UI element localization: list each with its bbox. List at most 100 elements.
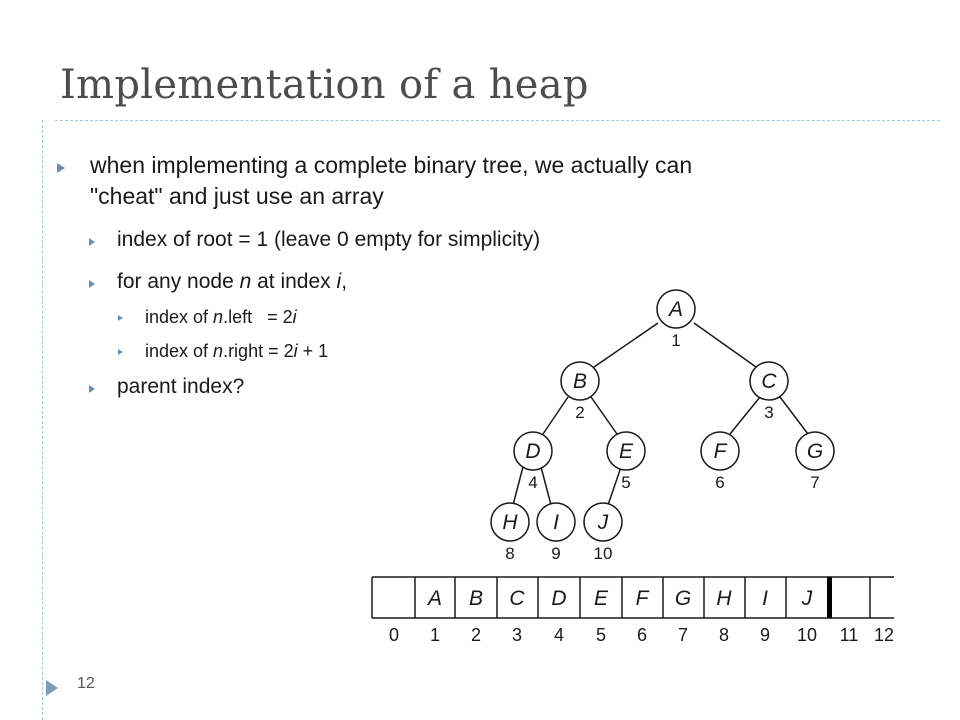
tree-edges <box>512 322 809 506</box>
bullet-arrow-icon <box>57 163 65 173</box>
tree-edge <box>540 466 552 506</box>
node-label: C <box>761 370 777 393</box>
left-divider <box>42 120 43 720</box>
array-dividers <box>371 577 871 618</box>
array-index: 2 <box>471 625 481 645</box>
var-i: i <box>336 270 342 293</box>
node-label: F <box>714 440 728 463</box>
array-cell: E <box>594 587 609 610</box>
tree-nodes: A 1 B 2 C 3 D 4 E 5 <box>490 289 835 563</box>
array-index: 3 <box>512 625 522 645</box>
array-index: 6 <box>637 625 647 645</box>
array-index: 7 <box>678 625 688 645</box>
tree-node: F 6 <box>700 431 740 492</box>
array-index: 9 <box>760 625 770 645</box>
tree-node: E 5 <box>606 431 646 492</box>
bullet-arrow-icon <box>89 238 95 246</box>
tree-edge <box>593 322 659 368</box>
node-circle <box>700 431 740 471</box>
array-cell: H <box>716 587 732 610</box>
bullet-text: parent index? <box>117 375 245 398</box>
node-circle <box>606 431 646 471</box>
tree-node: J 10 <box>583 502 623 563</box>
node-index: 5 <box>621 473 630 492</box>
page-marker-icon <box>46 680 58 696</box>
text-run: + 1 <box>297 341 329 361</box>
title-divider <box>55 120 940 121</box>
array-index: 12 <box>874 625 894 645</box>
bullet-text: for any node n at index i, <box>117 270 347 294</box>
slide-title: Implementation of a heap <box>60 62 589 108</box>
text-run: index of <box>145 341 214 361</box>
node-circle <box>513 431 553 471</box>
node-index: 9 <box>551 544 560 563</box>
node-index: 8 <box>505 544 514 563</box>
tree-node: I 9 <box>536 502 576 563</box>
tree-node: A 1 <box>656 289 696 350</box>
node-index: 10 <box>594 544 613 563</box>
array-cell: B <box>469 587 483 610</box>
tree-edge <box>693 322 757 368</box>
bullet-text: when implementing a complete binary tree… <box>90 150 692 212</box>
array-clip-mask <box>894 570 960 650</box>
node-circle <box>490 502 530 542</box>
bullet-arrow-icon <box>89 385 95 393</box>
array: A B C D E F G H I J 0 1 2 3 4 5 6 <box>371 570 960 650</box>
node-index: 7 <box>810 473 819 492</box>
page-number: 12 <box>77 675 95 692</box>
tree-node: C 3 <box>749 361 789 422</box>
node-label: H <box>502 511 518 534</box>
array-cell: J <box>801 587 813 610</box>
array-cell: I <box>762 587 768 610</box>
text-run: for any node <box>117 270 240 293</box>
text-run: .right = 2 <box>223 341 294 361</box>
array-cell: D <box>551 587 566 610</box>
array-index: 8 <box>719 625 729 645</box>
node-label: I <box>553 511 559 534</box>
bullet-arrow-icon <box>118 315 123 321</box>
tree-edge <box>512 466 524 506</box>
node-circle <box>536 502 576 542</box>
node-label: A <box>667 298 683 321</box>
node-index: 2 <box>575 403 584 422</box>
node-label: E <box>619 440 634 463</box>
node-index: 6 <box>715 473 724 492</box>
array-cell: F <box>636 587 650 610</box>
node-index: 3 <box>764 403 773 422</box>
node-index: 4 <box>528 473 537 492</box>
node-label: J <box>597 511 609 534</box>
node-label: G <box>807 440 823 463</box>
tree-edge <box>590 396 618 435</box>
node-circle <box>583 502 623 542</box>
text-run: , <box>341 270 348 293</box>
tree-edge <box>542 396 569 435</box>
node-circle <box>656 289 696 329</box>
bullet-text: index of root = 1 (leave 0 empty for sim… <box>117 228 541 251</box>
array-cell: A <box>426 587 442 610</box>
text-run: .left = 2 <box>223 307 293 327</box>
tree-node: G 7 <box>795 431 835 492</box>
array-end-marker <box>827 577 832 618</box>
text-run: index of <box>145 307 214 327</box>
bullet-arrow-icon <box>118 349 123 355</box>
array-cell: C <box>509 587 525 610</box>
array-index: 5 <box>596 625 606 645</box>
bullet-line: "cheat" and just use an array <box>90 183 384 209</box>
tree-node: H 8 <box>490 502 530 563</box>
text-run: at index <box>251 270 337 293</box>
array-cell: G <box>675 587 691 610</box>
var-i: i <box>292 307 297 327</box>
tree-edge <box>779 396 809 435</box>
bullet-arrow-icon <box>89 280 95 288</box>
node-label: D <box>525 440 540 463</box>
array-index: 10 <box>797 625 817 645</box>
array-index: 0 <box>389 625 399 645</box>
node-index: 1 <box>671 331 680 350</box>
var-n: n <box>213 307 224 327</box>
bullet-text: index of n.right = 2i + 1 <box>145 341 328 362</box>
array-index: 4 <box>554 625 564 645</box>
tree-edge <box>729 396 761 435</box>
array-indices: 0 1 2 3 4 5 6 7 8 9 10 11 12 <box>389 625 894 645</box>
